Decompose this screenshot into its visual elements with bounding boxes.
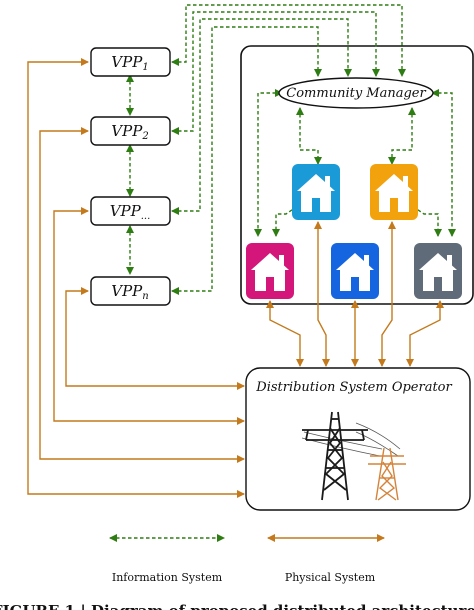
house-icon — [292, 164, 340, 220]
vpp-dots-box[interactable]: VPP... — [90, 196, 171, 226]
vpp-dots-label: VPP — [110, 202, 142, 220]
house-icon — [331, 243, 379, 299]
vpp-2-label: VPP — [111, 122, 143, 140]
vpp-n-box[interactable]: VPPn — [90, 276, 171, 306]
figure-caption: FIGURE 1 | Diagram of proposed distribut… — [0, 602, 474, 610]
svg-text:VPP...: VPP... — [110, 202, 151, 222]
svg-text:VPPn: VPPn — [111, 282, 148, 302]
svg-text:VPP1: VPP1 — [111, 53, 148, 73]
legend-information-label: Information System — [112, 571, 223, 584]
community-manager-node[interactable]: Community Manager — [278, 77, 434, 109]
community-manager-label: Community Manager — [286, 86, 426, 101]
legend-physical-label: Physical System — [285, 571, 376, 584]
vpp-1-box[interactable]: VPP1 — [90, 47, 171, 77]
vpp-n-subscript: n — [142, 291, 148, 302]
vpp-dots-subscript: ... — [141, 211, 151, 222]
house-icon — [370, 164, 418, 220]
dso-node[interactable]: Distribution System Operator — [245, 367, 471, 511]
vpp-2-box[interactable]: VPP2 — [90, 116, 171, 146]
legend: Information System Physical System — [109, 534, 385, 584]
vpp-1-subscript: 1 — [142, 62, 148, 73]
house-icon — [414, 243, 462, 299]
transmission-tower-icon — [301, 411, 406, 501]
vpp-n-label: VPP — [111, 282, 143, 300]
dso-label: Distribution System Operator — [255, 380, 452, 395]
physical-links — [27, 58, 444, 498]
vpp-1-label: VPP — [111, 53, 143, 71]
svg-text:VPP2: VPP2 — [111, 122, 148, 142]
vpp-2-subscript: 2 — [141, 131, 148, 142]
house-icon — [246, 243, 294, 299]
